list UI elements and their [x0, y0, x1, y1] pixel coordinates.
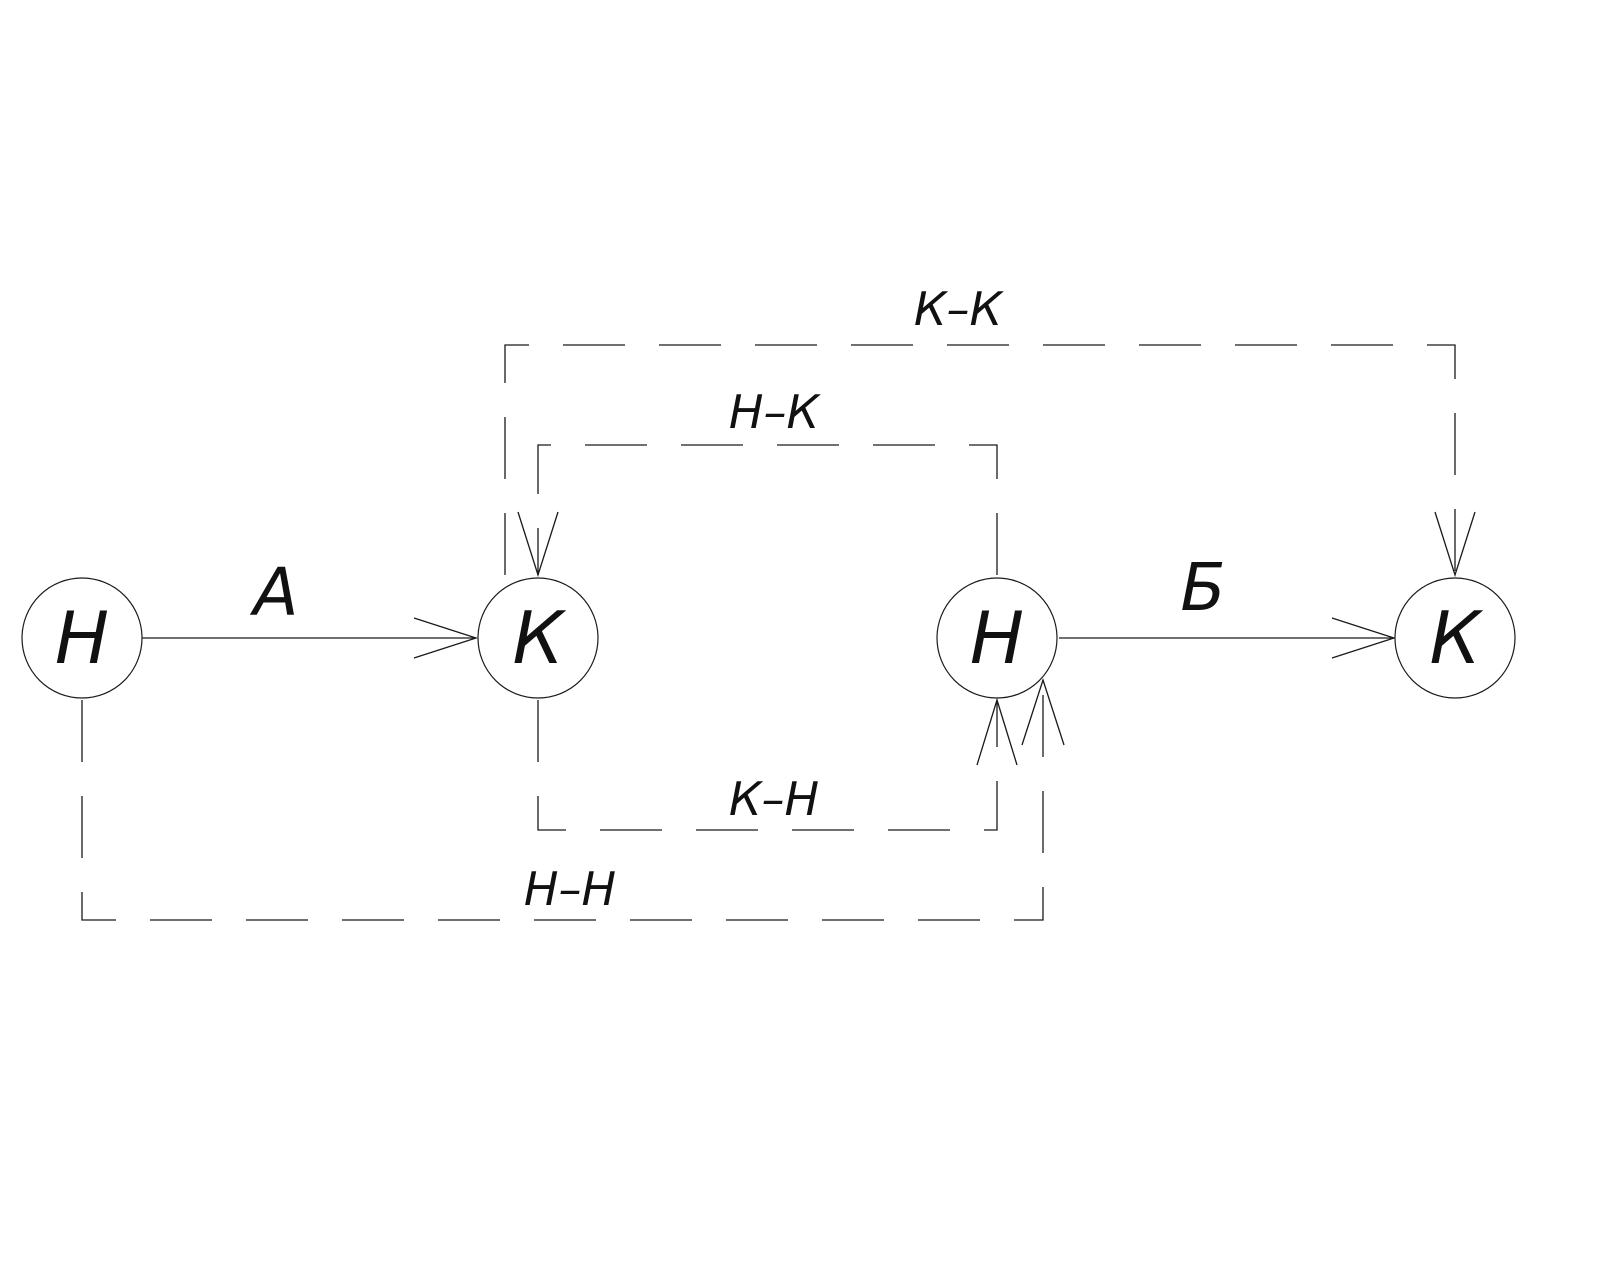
event-node-end-a-circle [477, 577, 599, 699]
link-k-k-line [504, 344, 1456, 575]
event-node-start-b-letter: Н [970, 596, 1024, 680]
link-k-n: К–Н [537, 697, 1018, 831]
link-n-n: Н–Н [81, 677, 1065, 921]
activity-b-label: Б [1180, 549, 1225, 626]
event-node-start-a-letter: Н [55, 596, 109, 680]
event-node-start-b: Н [936, 577, 1058, 699]
link-k-k-arrowhead [1434, 511, 1476, 578]
activity-a-arrowhead [413, 617, 479, 659]
event-node-end-b-letter: К [1429, 596, 1483, 680]
link-n-n-line [81, 680, 1044, 921]
event-node-start-a: Н [21, 577, 143, 699]
link-k-n-arrowhead [976, 697, 1018, 766]
link-k-n-label: К–Н [729, 772, 819, 826]
link-n-k-arrowhead [517, 511, 559, 578]
link-n-n-label: Н–Н [524, 862, 616, 916]
event-node-end-a-letter: К [512, 596, 566, 680]
activity-a: А [142, 554, 479, 659]
activity-b-arrowhead [1331, 617, 1397, 659]
event-node-end-b-circle [1394, 577, 1516, 699]
event-node-end-b: К [1394, 577, 1516, 699]
link-n-n-arrowhead [1021, 677, 1065, 746]
event-node-start-b-circle [936, 577, 1058, 699]
event-node-start-a-circle [21, 577, 143, 699]
link-n-k: Н–К [517, 385, 998, 578]
link-k-k: К–К [504, 282, 1476, 578]
event-node-end-a: К [477, 577, 599, 699]
activity-a-label: А [249, 554, 298, 631]
link-n-k-line [537, 444, 998, 575]
link-n-k-label: Н–К [729, 385, 822, 439]
activity-b: Б [1059, 549, 1397, 659]
link-k-k-label: К–К [914, 282, 1005, 336]
